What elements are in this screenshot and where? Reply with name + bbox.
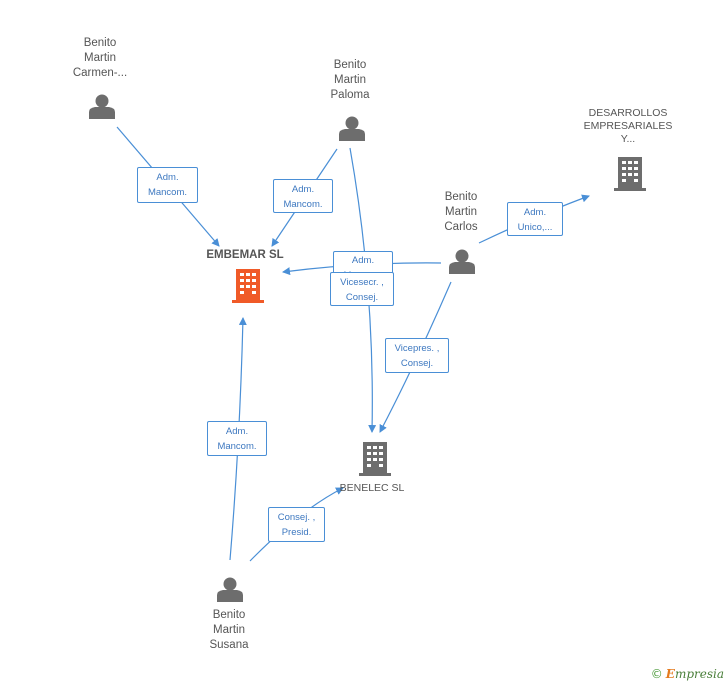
node-label-line: Martin bbox=[84, 52, 116, 64]
edge-label-line: Consej. bbox=[345, 292, 379, 303]
node-label-carlos[interactable]: Benito Martin Carlos bbox=[421, 190, 501, 235]
edge-label-line: Consej. bbox=[400, 358, 434, 369]
edge-label-line: Adm. bbox=[225, 426, 249, 437]
edge-label-carlos-benelec[interactable]: Vicepres. , Consej. bbox=[385, 338, 449, 373]
person-icon[interactable] bbox=[339, 116, 365, 142]
edge-label-paloma-embemar[interactable]: Adm. Mancom. bbox=[273, 179, 333, 213]
node-label-line: DESARROLLOS bbox=[588, 107, 668, 119]
node-label-susana[interactable]: Benito Martin Susana bbox=[189, 608, 269, 653]
node-label-line: Benito bbox=[444, 191, 478, 203]
node-label-line: EMPRESARIALES bbox=[583, 120, 673, 132]
edge-label-paloma-benelec[interactable]: Vicesecr. , Consej. bbox=[330, 272, 394, 306]
edge-label-line: Presid. bbox=[281, 527, 312, 538]
edge-label-carlos-desarrollos[interactable]: Adm. Unico,... bbox=[507, 202, 563, 236]
node-label-line: Benito bbox=[212, 609, 246, 621]
node-label-benelec[interactable]: BENELEC SL bbox=[327, 482, 417, 495]
edge-label-line: Unico,... bbox=[517, 222, 553, 233]
edge-label-line: Adm. bbox=[291, 184, 315, 195]
edge-label-line: Mancom. bbox=[217, 441, 257, 452]
edge-label-line: Vicesecr. , bbox=[340, 277, 384, 288]
node-label-line: Y... bbox=[620, 133, 636, 145]
edge-label-line: Adm. bbox=[156, 172, 179, 183]
edge-label-line: Vicepres. , bbox=[394, 343, 440, 354]
building-icon[interactable] bbox=[614, 157, 646, 191]
node-label-paloma[interactable]: Benito Martin Paloma bbox=[310, 58, 390, 103]
edge-label-susana-embemar[interactable]: Adm. Mancom. bbox=[207, 421, 267, 456]
person-icon[interactable] bbox=[89, 94, 115, 120]
main-building-icon[interactable] bbox=[232, 269, 264, 303]
node-label-line: Carlos bbox=[444, 221, 478, 233]
edge-label-carmen-embemar[interactable]: Adm. Mancom. bbox=[137, 167, 198, 203]
node-label-line: Benito bbox=[333, 59, 367, 71]
person-icon[interactable] bbox=[217, 577, 243, 603]
node-label-line: Susana bbox=[209, 639, 249, 651]
node-label-line: EMBEMAR SL bbox=[206, 249, 284, 261]
node-label-line: BENELEC SL bbox=[339, 482, 405, 494]
node-label-embemar[interactable]: EMBEMAR SL bbox=[190, 248, 300, 263]
edge-label-line: Mancom. bbox=[283, 199, 323, 210]
brand-initial: E bbox=[665, 667, 675, 681]
copyright-icon: © bbox=[650, 667, 663, 681]
edge-label-line: Adm. bbox=[351, 255, 375, 266]
node-label-line: Martin bbox=[445, 206, 477, 218]
node-label-line: Paloma bbox=[330, 89, 370, 101]
brand-watermark: ©Empresia bbox=[651, 667, 724, 681]
edge-label-line: Adm. bbox=[523, 207, 547, 218]
node-label-line: Martin bbox=[334, 74, 366, 86]
brand-name: mpresia bbox=[674, 667, 724, 681]
node-label-line: Carmen-... bbox=[72, 67, 128, 79]
node-label-desarrollos[interactable]: DESARROLLOS EMPRESARIALES Y... bbox=[570, 107, 686, 146]
person-nodes bbox=[89, 94, 475, 603]
edge-label-line: Consej. , bbox=[277, 512, 316, 523]
person-icon[interactable] bbox=[449, 249, 475, 275]
edge-label-line: Mancom. bbox=[147, 187, 188, 198]
node-label-carmen[interactable]: Benito Martin Carmen-... bbox=[60, 36, 140, 81]
node-label-line: Martin bbox=[213, 624, 245, 636]
edge-label-susana-benelec[interactable]: Consej. , Presid. bbox=[268, 507, 325, 542]
building-icon[interactable] bbox=[359, 442, 391, 476]
node-label-line: Benito bbox=[83, 37, 117, 49]
